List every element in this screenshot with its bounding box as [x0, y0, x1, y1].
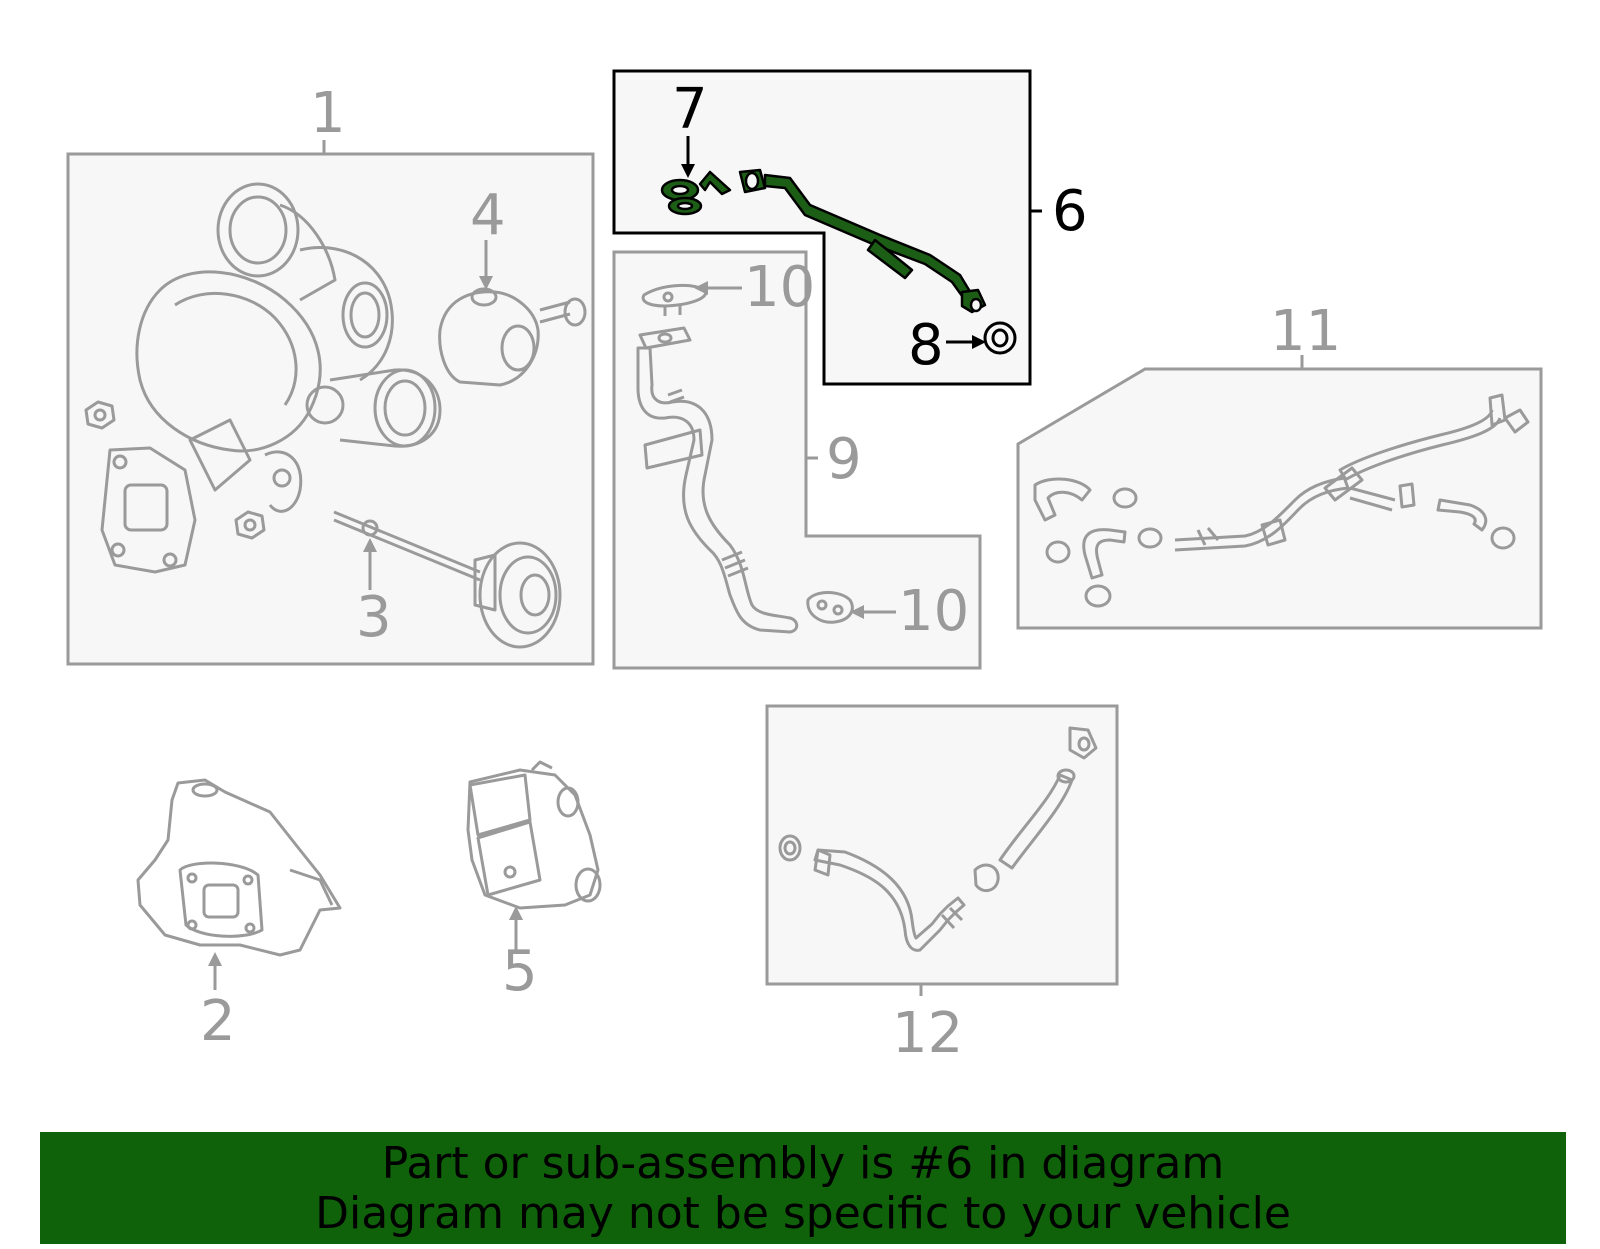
callout-10-top: 10 [744, 255, 815, 320]
callout-10-bottom: 10 [898, 579, 969, 644]
callout-6: 6 [1052, 179, 1088, 244]
panel-9-outline [612, 250, 982, 670]
panel-11-coolant-hoses[interactable]: 11 [1016, 299, 1543, 630]
panel-11-outline [1016, 367, 1543, 630]
part-5-actuator[interactable]: 5 [466, 760, 602, 1004]
turbocharger-drawing [84, 182, 587, 649]
panel-12-coolant-pipe[interactable]: 12 [765, 704, 1119, 1066]
panel-6-outline [612, 69, 1032, 386]
oil-feed-pipe-drawing [660, 168, 987, 314]
info-banner: Part or sub-assembly is #6 in diagram Di… [40, 1132, 1566, 1244]
oil-return-pipe-drawing [636, 284, 854, 634]
panel-1-turbocharger[interactable]: 1 4 3 [66, 81, 595, 666]
actuator-5-drawing [466, 760, 602, 910]
callout-1: 1 [310, 81, 346, 146]
banner-line-1: Part or sub-assembly is #6 in diagram [381, 1138, 1225, 1189]
coolant-pipe-12-drawing [778, 726, 1098, 952]
callout-2: 2 [200, 989, 236, 1054]
part-2-heat-shield[interactable]: 2 [136, 778, 342, 1054]
callout-7: 7 [672, 77, 708, 142]
heat-shield-drawing [136, 778, 342, 957]
banner-line-2: Diagram may not be specific to your vehi… [315, 1188, 1291, 1239]
callout-11: 11 [1270, 299, 1341, 364]
callout-5: 5 [502, 939, 538, 1004]
callout-9: 9 [826, 427, 862, 492]
callout-3: 3 [356, 585, 392, 650]
callout-12: 12 [892, 1001, 963, 1066]
panel-9-oil-return-pipe[interactable]: 9 10 10 [612, 250, 982, 670]
panel-6-oil-feed-pipe[interactable]: 6 7 8 [612, 69, 1088, 386]
coolant-hoses-drawing [1033, 393, 1530, 608]
washer-8-drawing [983, 321, 1017, 355]
callout-4: 4 [470, 183, 506, 248]
callout-8: 8 [908, 313, 944, 378]
